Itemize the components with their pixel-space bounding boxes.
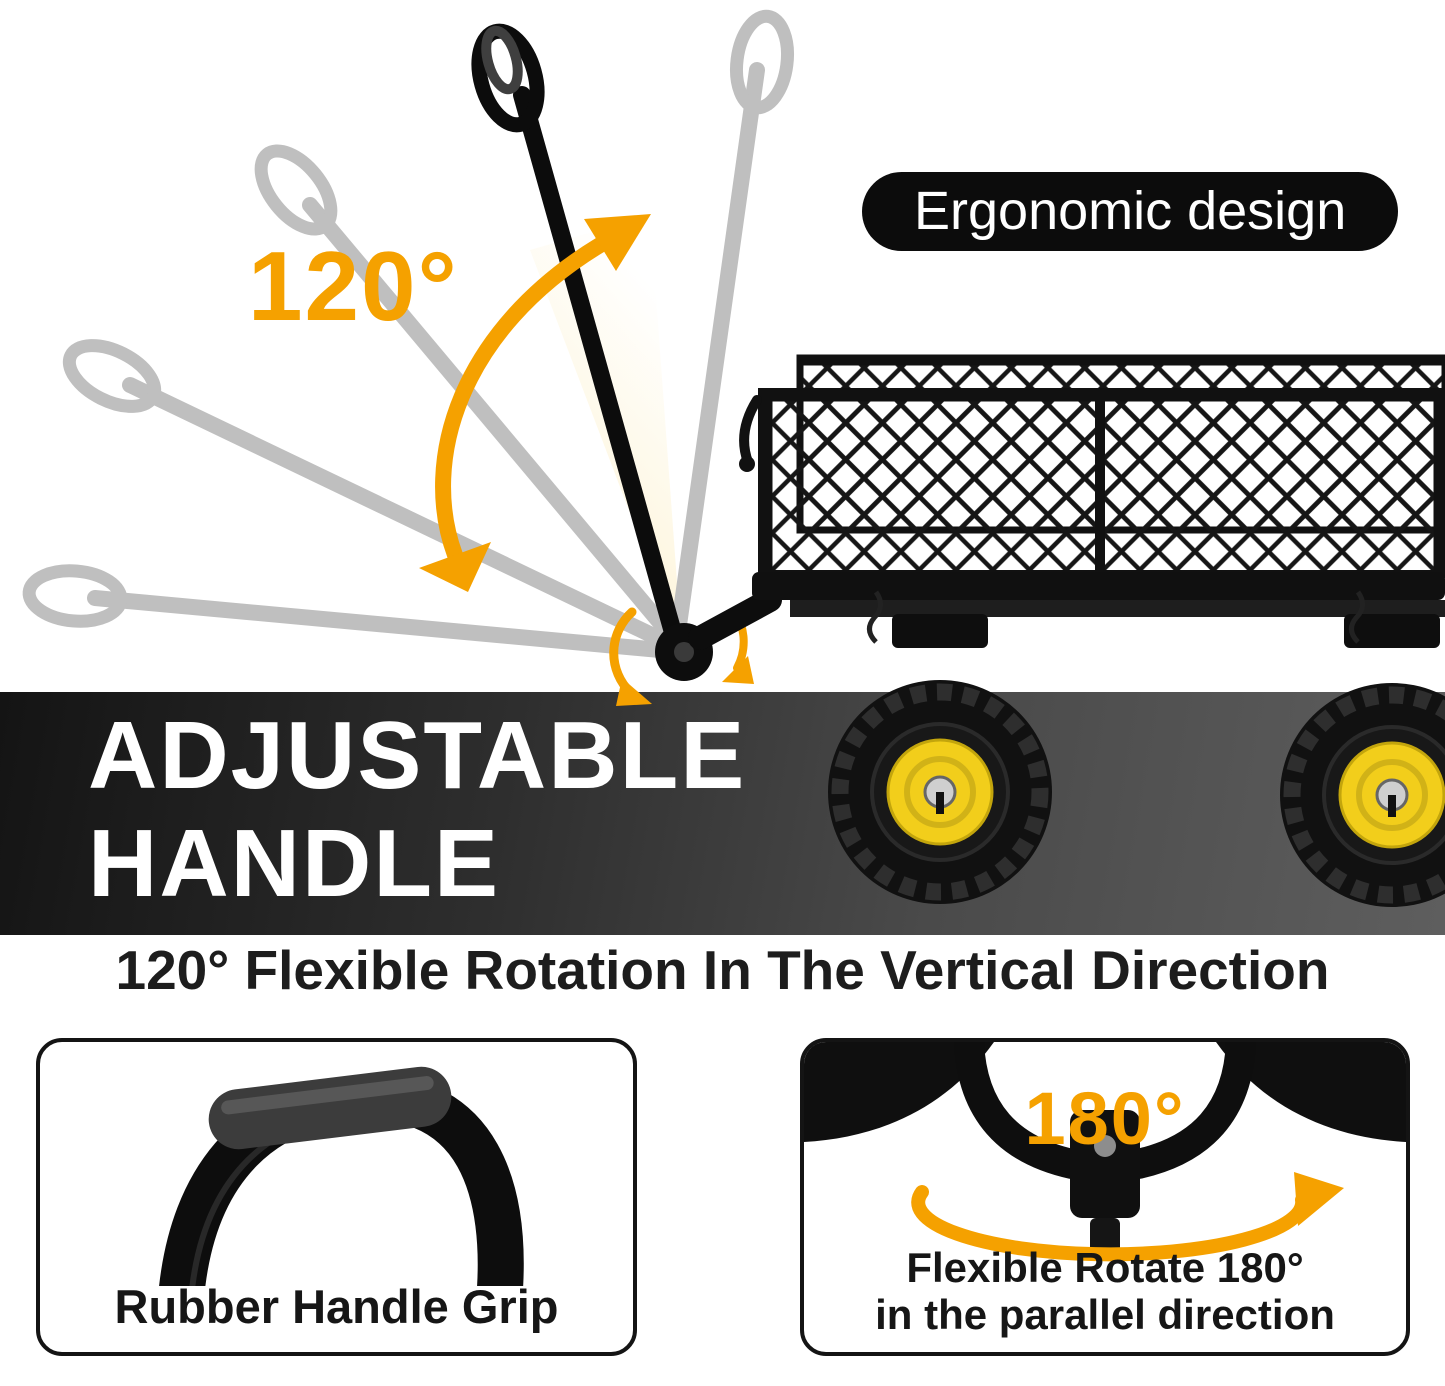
- cart-under-frame: [790, 600, 1445, 617]
- pivot-clevis: [1070, 1110, 1140, 1218]
- grip-feature-card: Rubber Handle Grip: [36, 1038, 637, 1356]
- cotter-pin: [867, 590, 883, 644]
- cotter-pin: [1349, 590, 1365, 644]
- ghost-handle-mid-left: [62, 339, 670, 648]
- headline-band: [0, 692, 1445, 935]
- ghost-handle-horizontal: [22, 564, 668, 658]
- cart-bed-rail: [752, 572, 1445, 600]
- pivot-feature-card: 180° Flexible Rotate 180° in the paralle…: [800, 1038, 1410, 1356]
- cart-illustration: [739, 354, 1445, 907]
- ergonomic-design-badge: Ergonomic design: [862, 172, 1399, 252]
- side-panel-latch: [739, 395, 762, 467]
- rotation-angle-label: 120°: [248, 231, 459, 341]
- parallel-rotation-arrow-icon: [911, 1172, 1344, 1262]
- headline: ADJUSTABLE HANDLE: [88, 702, 746, 917]
- ghost-handle-vertical: [670, 9, 794, 640]
- grip-caption: Rubber Handle Grip: [114, 1280, 559, 1333]
- ghost-handle-upper-left: [254, 144, 676, 640]
- handle-pivot-joint: [655, 588, 782, 681]
- subtitle: 120° Flexible Rotation In The Vertical D…: [115, 939, 1330, 1001]
- rubber-grip-foam: [481, 25, 523, 95]
- pivot-caption-line2: in the parallel direction: [875, 1290, 1335, 1338]
- front-wheel: [828, 680, 1052, 904]
- ghost-handle-positions: [22, 9, 794, 658]
- pivot-angle-label: 180°: [1024, 1077, 1186, 1160]
- rear-wheel: [1280, 683, 1445, 907]
- headline-line2: HANDLE: [88, 809, 500, 917]
- pivot-caption-line1: Flexible Rotate 180°: [906, 1243, 1304, 1291]
- rotation-arc-arrow-icon: [419, 214, 651, 592]
- solid-handle: [471, 23, 683, 645]
- headline-line1: ADJUSTABLE: [88, 702, 747, 809]
- cart-and-handle-illustration: [22, 9, 1445, 907]
- rubber-grip-photo: [159, 1066, 524, 1286]
- pivot-caption: Flexible Rotate 180° in the parallel dir…: [804, 1244, 1406, 1338]
- pivot-mechanism-photo: [804, 1042, 1406, 1262]
